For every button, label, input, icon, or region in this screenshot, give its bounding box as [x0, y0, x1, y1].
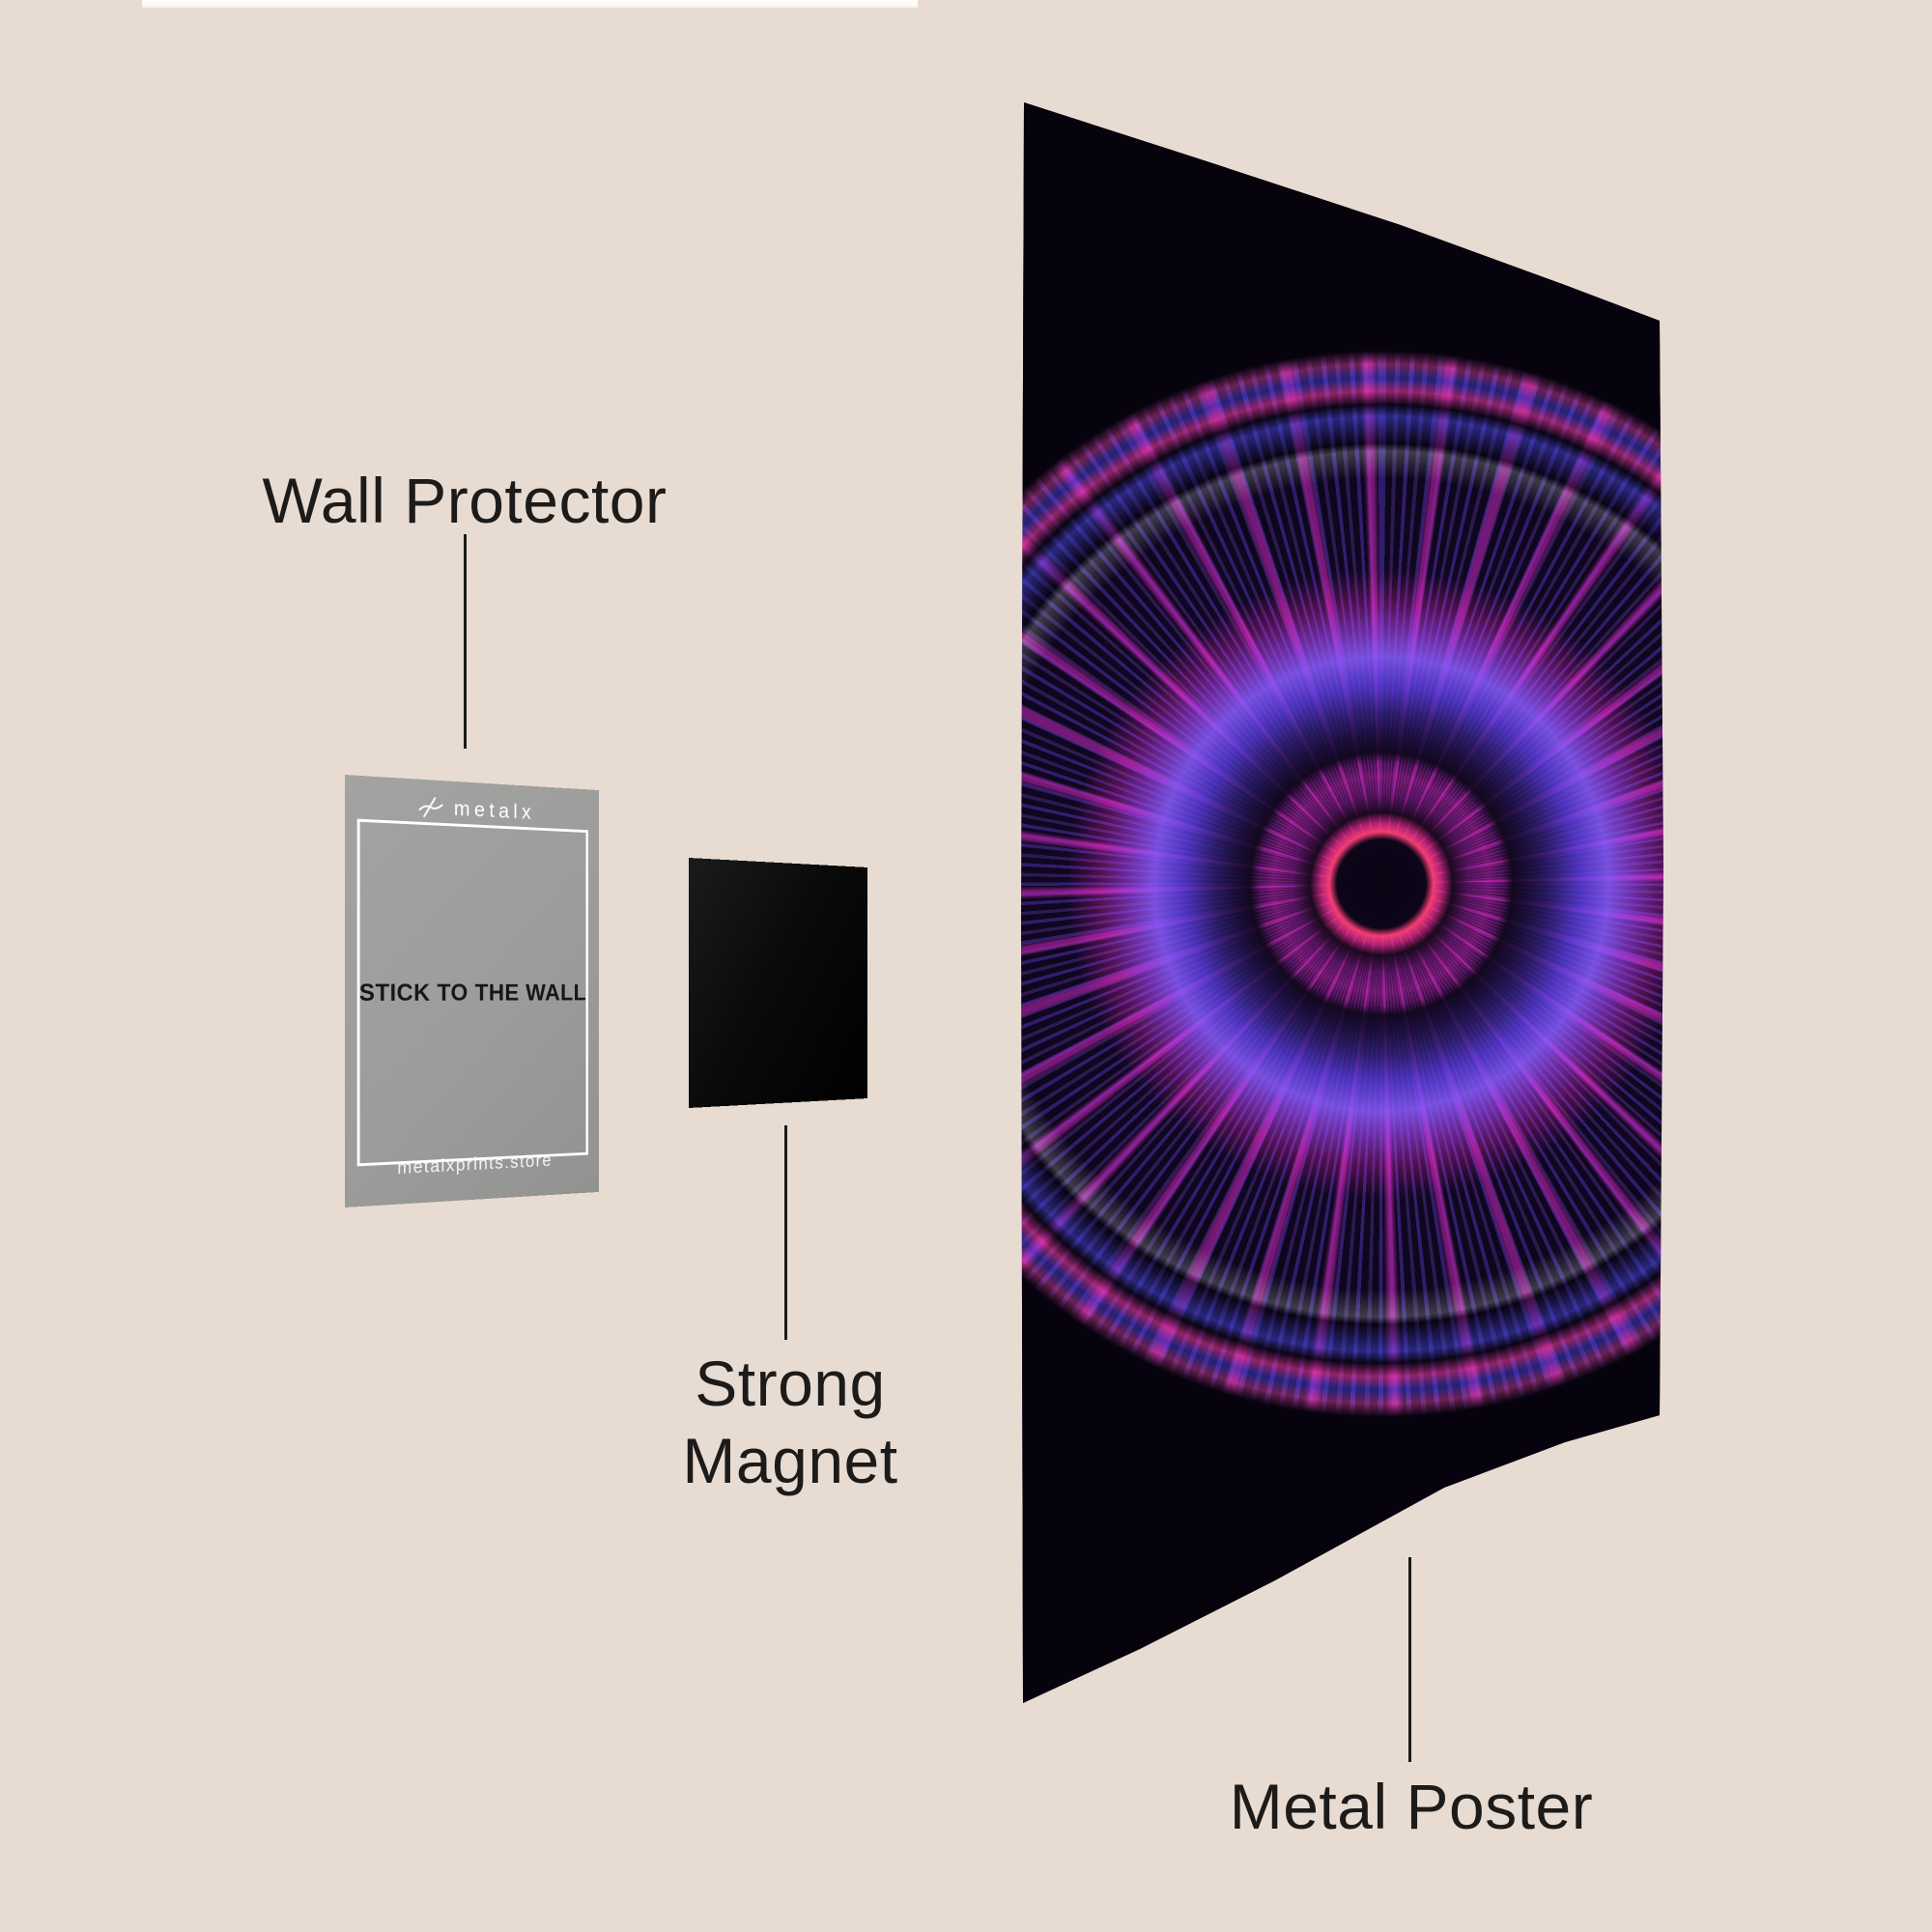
- strong-magnet-label-line1: Strong: [695, 1348, 886, 1419]
- top-edge-strip: [142, 0, 918, 9]
- metal-poster: [1021, 102, 1663, 1703]
- neon-eye-artwork: [1021, 102, 1663, 1703]
- metalx-logo-icon: [416, 795, 445, 819]
- card-instruction-text: STICK TO THE WALL: [358, 980, 587, 1007]
- brand-name: metalx: [453, 796, 535, 824]
- wall-protector-pointer-line: [464, 534, 467, 749]
- strong-magnet-label-line2: Magnet: [682, 1425, 898, 1496]
- metal-poster-pointer-line: [1408, 1557, 1411, 1762]
- metal-poster-label: Metal Poster: [1229, 1771, 1594, 1842]
- wall-protector-label: Wall Protector: [262, 465, 668, 536]
- strong-magnet-pointer-line: [784, 1125, 787, 1340]
- wall-protector-card: metalx STICK TO THE WALL metalxprints.st…: [345, 775, 600, 1208]
- magnet-square: [689, 858, 867, 1108]
